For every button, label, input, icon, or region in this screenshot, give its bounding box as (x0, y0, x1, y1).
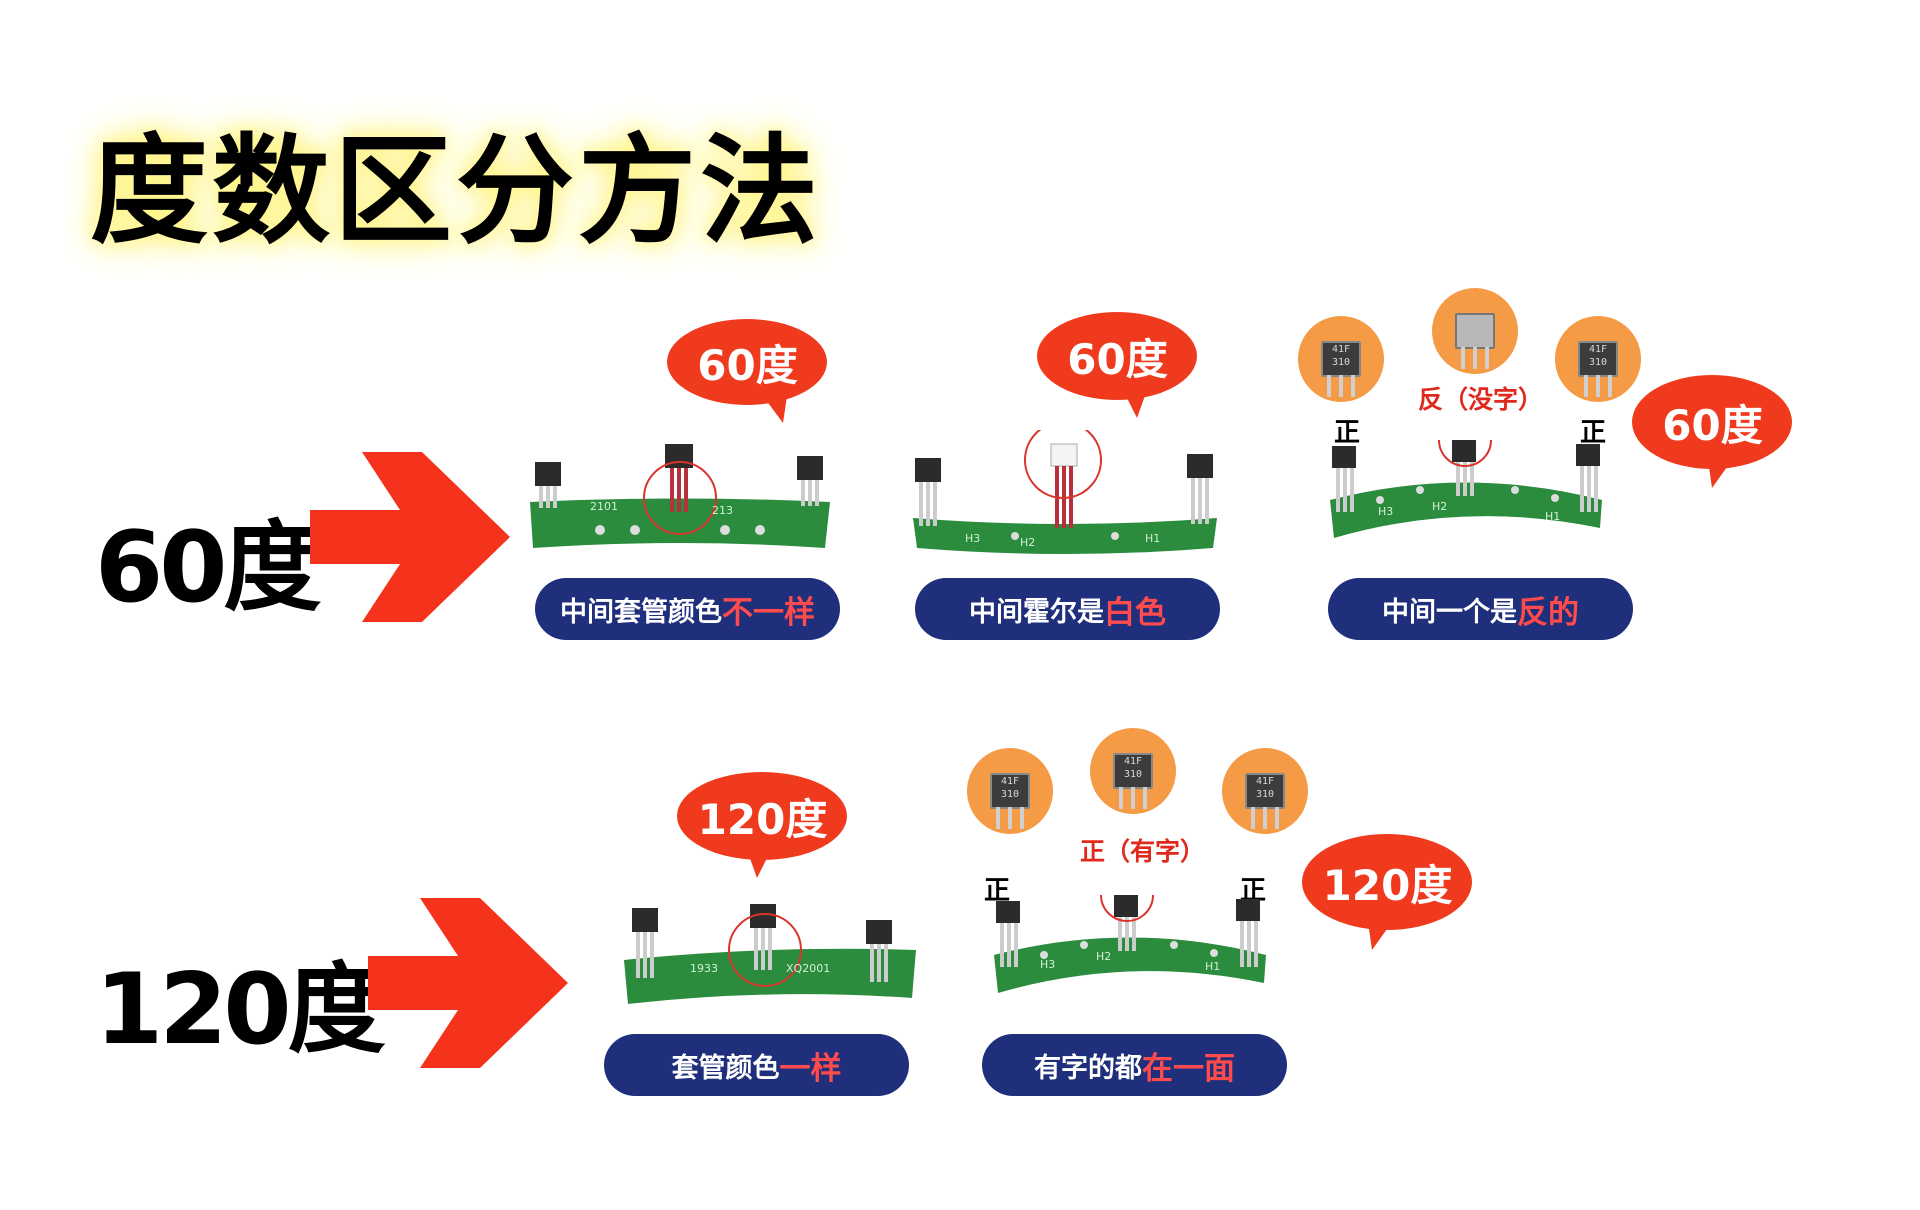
page-title: 度数区分方法 (90, 122, 823, 260)
caption-text: 有字的都 (1034, 1052, 1142, 1084)
caption-highlight: 一样 (779, 1050, 842, 1087)
board-marking: H3 (1378, 505, 1394, 518)
board-marking: H3 (1040, 958, 1056, 971)
caption-pill: 中间一个是反的 (1328, 578, 1633, 640)
board-marking: H1 (1145, 532, 1161, 545)
chip-front-badge: 41F 310 (1090, 728, 1176, 814)
bubble-label: 120度 (1322, 861, 1453, 910)
bubble-label: 120度 (697, 795, 828, 844)
speech-bubble (1302, 834, 1472, 950)
board-marking: H1 (1205, 960, 1221, 973)
caption-text: 中间霍尔是 (969, 596, 1104, 628)
chip-front-badge: 41F 310 (1222, 748, 1308, 834)
arrow-right-icon (368, 898, 568, 1068)
center-note: 正（有字） (1080, 837, 1206, 866)
bubble-label: 60度 (1067, 335, 1168, 384)
hall-sensor-board (994, 895, 1266, 993)
caption-pill: 套管颜色一样 (604, 1034, 909, 1096)
hall-sensor-board (1330, 440, 1602, 538)
hall-chip-icon: 41F 310 (1578, 341, 1618, 397)
center-note: 反（没字） (1418, 385, 1544, 414)
caption-pill: 有字的都在一面 (982, 1034, 1287, 1096)
side-label-left: 正 (1334, 418, 1361, 448)
chip-front-badge: 41F 310 (967, 748, 1053, 834)
caption-text: 中间一个是 (1382, 596, 1517, 628)
board-marking: 1933 (690, 962, 718, 975)
arrow-right-icon (310, 452, 510, 622)
caption-highlight: 不一样 (722, 594, 815, 631)
speech-bubble (1632, 375, 1792, 488)
board-marking: H1 (1545, 510, 1561, 523)
board-marking: XQ2001 (786, 962, 831, 975)
hall-chip-icon: 41F 310 (1245, 773, 1285, 829)
hall-chip-icon: 41F 310 (1113, 753, 1153, 809)
bubble-label: 60度 (697, 341, 798, 390)
caption-pill: 中间套管颜色不一样 (535, 578, 840, 640)
chip-back-badge (1432, 288, 1518, 374)
hall-sensor-board (913, 430, 1217, 554)
board-marking: H2 (1432, 500, 1448, 513)
board-marking: H2 (1096, 950, 1112, 963)
hall-chip-back-icon (1455, 313, 1495, 369)
board-marking: 2101 (590, 500, 618, 513)
bubble-label: 60度 (1662, 401, 1763, 450)
chip-front-badge: 41F 310 (1298, 316, 1384, 402)
chip-front-badge: 41F 310 (1555, 316, 1641, 402)
speech-bubble (1037, 312, 1197, 418)
side-label-right: 正 (1580, 418, 1607, 448)
row-label-60: 60度 (95, 511, 321, 625)
hall-chip-icon: 41F 310 (1321, 341, 1361, 397)
board-marking: H2 (1020, 536, 1036, 549)
row-label-120: 120度 (95, 953, 386, 1067)
caption-text: 套管颜色 (671, 1052, 780, 1084)
hall-sensor-board (530, 444, 830, 548)
hall-sensor-board (624, 904, 916, 1004)
speech-bubble (667, 319, 827, 423)
board-marking: 213 (712, 504, 733, 517)
caption-pill: 中间霍尔是白色 (915, 578, 1220, 640)
speech-bubble (677, 772, 847, 878)
hall-chip-icon: 41F 310 (990, 773, 1030, 829)
board-marking: H3 (965, 532, 981, 545)
caption-highlight: 反的 (1517, 594, 1579, 631)
caption-text: 中间套管颜色 (560, 596, 722, 628)
caption-highlight: 白色 (1104, 594, 1166, 631)
caption-highlight: 在一面 (1142, 1050, 1235, 1087)
